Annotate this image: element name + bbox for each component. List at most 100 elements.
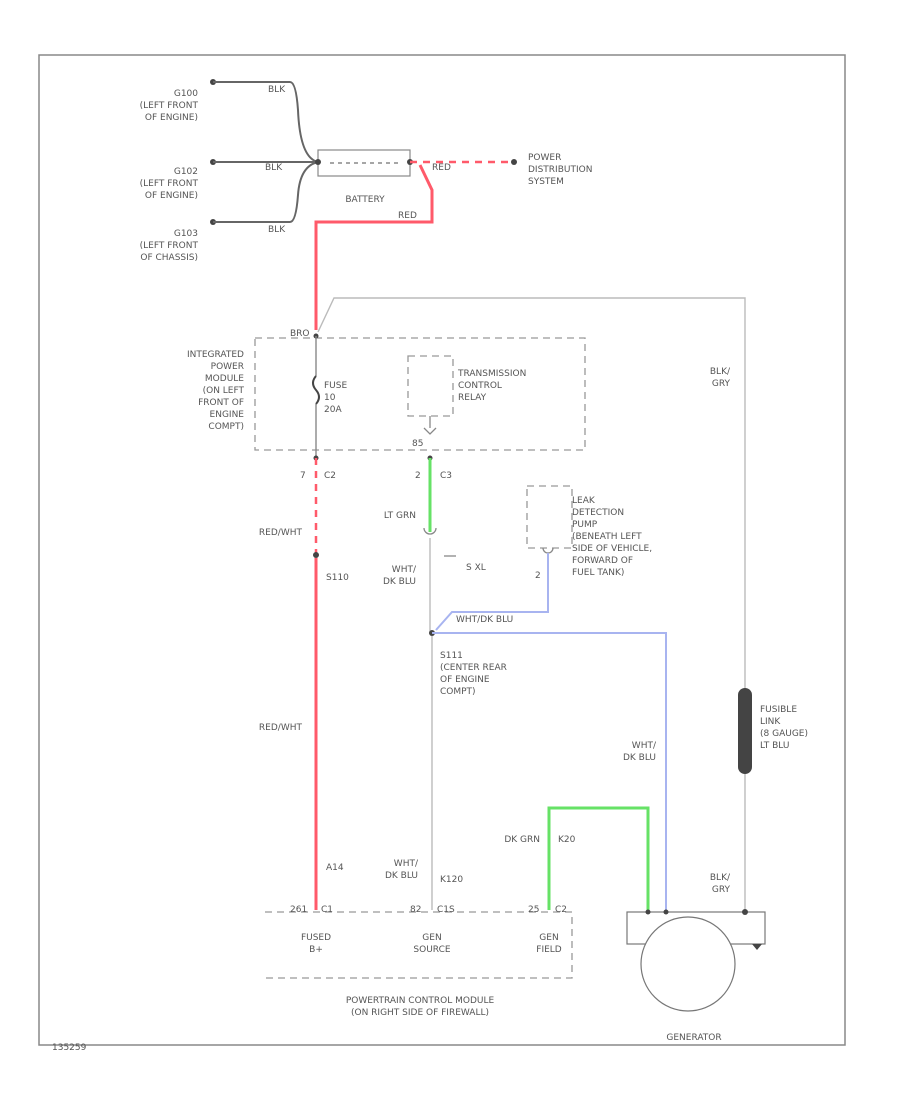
splice-s111-label: S111 bbox=[440, 651, 463, 661]
splice-s111-label: (CENTER REAR bbox=[440, 663, 507, 673]
leak-pump-label: FUEL TANK) bbox=[572, 568, 624, 578]
ground-g102: BLK G102 (LEFT FRONT OF ENGINE) bbox=[140, 159, 318, 201]
fuse-label: 20A bbox=[324, 405, 342, 415]
leak-pump-label: LEAK bbox=[572, 496, 596, 506]
splice-s111-label: COMPT) bbox=[440, 687, 476, 697]
pcm-pin-label: GEN bbox=[539, 933, 558, 943]
c3-label: C3 bbox=[440, 471, 452, 481]
ground-merge-wire bbox=[289, 81, 319, 163]
ground-label-line: (LEFT FRONT bbox=[140, 241, 199, 251]
splice-s110 bbox=[313, 552, 319, 558]
ground-g103: BLK G103 (LEFT FRONT OF CHASSIS) bbox=[140, 219, 290, 263]
leak-detection-pump: 2 LEAK DETECTION PUMP (BENEATH LEFT SIDE… bbox=[526, 485, 652, 581]
pcm-pin-label: GEN bbox=[422, 933, 441, 943]
battery-to-ipm-wire bbox=[314, 164, 434, 330]
power-distribution-label: SYSTEM bbox=[528, 177, 564, 187]
battery-to-ipm-wire-label: RED bbox=[398, 211, 417, 221]
dk-grn-wire-label: DK GRN bbox=[504, 835, 540, 845]
pcm-pin-label: SOURCE bbox=[413, 945, 450, 955]
fuse-label: FUSE bbox=[324, 381, 347, 391]
ground-g100: BLK G100 (LEFT FRONT OF ENGINE) bbox=[140, 79, 290, 123]
dk-grn-wire bbox=[547, 806, 650, 910]
pcm-pin-label: B+ bbox=[309, 945, 323, 955]
power-distribution-label: POWER bbox=[528, 153, 561, 163]
fuse-label: 10 bbox=[324, 393, 336, 403]
relay-label: TRANSMISSION bbox=[457, 369, 526, 379]
fusible-link-label: LT BLU bbox=[760, 741, 789, 751]
circuit-a14-label: A14 bbox=[326, 863, 344, 873]
splice-s111-label: OF ENGINE bbox=[440, 675, 490, 685]
s101-tag-label: S XL bbox=[466, 563, 486, 573]
diagram-frame bbox=[38, 54, 846, 1046]
fusible-link-label: LINK bbox=[760, 717, 781, 727]
ground-label-line: OF ENGINE) bbox=[145, 113, 198, 123]
wht-dkblu-lower-label: WHT/DK BLU bbox=[385, 859, 419, 881]
ipm-label: ENGINE bbox=[210, 410, 245, 420]
generator-body bbox=[640, 916, 736, 1012]
relay-pin-label: 85 bbox=[412, 439, 423, 449]
pcm-pin-connector: C2 bbox=[555, 905, 567, 915]
ground-label-line: G103 bbox=[174, 229, 198, 239]
pcm-pin-number: 82 bbox=[410, 905, 421, 915]
powertrain-control-module: 261 C1 82 C1S 25 C2 FUSED B+ GEN SOURCE … bbox=[265, 905, 573, 1018]
ground-label-line: G102 bbox=[174, 167, 198, 177]
pcm-pin-connector: C1S bbox=[437, 905, 455, 915]
ipm-box bbox=[254, 337, 586, 451]
wht-dkblu-pump-wire-label: WHT/DK BLU bbox=[456, 615, 513, 625]
pcm-pin-label: FIELD bbox=[536, 945, 562, 955]
relay-label: RELAY bbox=[458, 393, 487, 403]
relay-label: CONTROL bbox=[458, 381, 502, 391]
c3-pin-label: 2 bbox=[415, 471, 421, 481]
pcm-box bbox=[265, 911, 573, 979]
red-wht-wire-label: RED/WHT bbox=[259, 723, 303, 733]
generator: GENERATOR bbox=[626, 909, 766, 1043]
leak-pump-label: DETECTION bbox=[572, 508, 624, 518]
battery: BATTERY bbox=[315, 149, 413, 205]
ground-label-line: OF CHASSIS) bbox=[140, 253, 198, 263]
power-distribution-terminal bbox=[511, 159, 517, 165]
pcm-pin-number: 25 bbox=[528, 905, 539, 915]
diagram-id: 135259 bbox=[52, 1043, 87, 1053]
ground-wire-label: BLK bbox=[268, 225, 286, 235]
blk-gry-wire bbox=[317, 297, 746, 690]
pcm-pin-connector: C1 bbox=[321, 905, 333, 915]
circuit-k20-label: K20 bbox=[558, 835, 576, 845]
fusible-link-label: (8 GAUGE) bbox=[760, 729, 808, 739]
leak-detection-pump-box bbox=[526, 485, 573, 549]
fusible-link bbox=[738, 688, 752, 774]
red-wht-wire-label: RED/WHT bbox=[259, 528, 303, 538]
ground-wire-label: BLK bbox=[265, 163, 283, 173]
pcm-pin-number: 261 bbox=[290, 905, 307, 915]
fusible-link-label: FUSIBLE bbox=[760, 705, 797, 715]
ground-label-line: OF ENGINE) bbox=[145, 191, 198, 201]
ground-merge-wire bbox=[289, 161, 319, 223]
leak-pump-label: SIDE OF VEHICLE, bbox=[572, 544, 652, 554]
ground-label-line: (LEFT FRONT bbox=[140, 101, 199, 111]
blk-gry-lower-label: BLK/GRY bbox=[710, 873, 731, 895]
ipm-label: COMPT) bbox=[208, 422, 244, 432]
power-distribution-wire-label: RED bbox=[432, 163, 451, 173]
ground-label-line: G100 bbox=[174, 89, 198, 99]
wht-dkblu-wire-pump bbox=[435, 553, 549, 631]
ipm-terminal-label: BRO bbox=[290, 329, 310, 339]
ipm-label: POWER bbox=[211, 362, 244, 372]
pcm-label: (ON RIGHT SIDE OF FIREWALL) bbox=[351, 1008, 489, 1018]
ipm-label: MODULE bbox=[205, 374, 244, 384]
wht-dkblu-right-label: WHT/DK BLU bbox=[623, 741, 657, 763]
ground-label-line: (LEFT FRONT bbox=[140, 179, 199, 189]
ipm-label: (ON LEFT bbox=[203, 386, 245, 396]
leak-pump-label: FORWARD OF bbox=[572, 556, 633, 566]
c2-label: C2 bbox=[324, 471, 336, 481]
transmission-relay-box bbox=[407, 355, 454, 417]
generator-label: GENERATOR bbox=[666, 1033, 721, 1043]
splice-s110-label: S110 bbox=[326, 573, 349, 583]
blk-gry-upper-label: BLK/GRY bbox=[710, 367, 731, 389]
ground-wire-label: BLK bbox=[268, 85, 286, 95]
wht-dkblu-wire-label: WHT/DK BLU bbox=[383, 565, 417, 587]
battery-label: BATTERY bbox=[345, 195, 385, 205]
ipm-label: INTEGRATED bbox=[187, 350, 244, 360]
leak-pump-pin: 2 bbox=[535, 571, 541, 581]
c2-pin-label: 7 bbox=[300, 471, 306, 481]
pcm-pin-label: FUSED bbox=[301, 933, 331, 943]
